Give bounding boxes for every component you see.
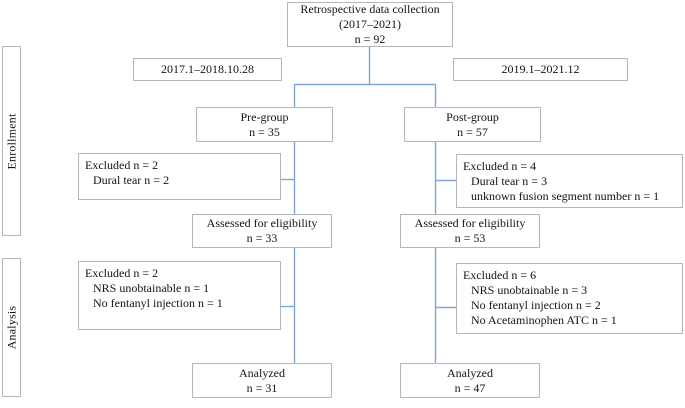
post-group-count: n = 57 [457, 124, 488, 139]
stage-label-analysis: Analysis [2, 258, 21, 397]
post-excluded2-box: Excluded n = 6 NRS unobtainable n = 3 No… [456, 263, 683, 334]
pre-group-title: Pre-group [240, 109, 289, 124]
pre-assessed-box: Assessed for eligibility n = 33 [192, 214, 332, 248]
pre-analyzed-box: Analyzed n = 31 [192, 363, 332, 398]
post-assessed-title: Assessed for eligibility [414, 216, 526, 230]
post-group-box: Post-group n = 57 [404, 107, 541, 142]
top-box-years: (2017–2021) [339, 17, 401, 31]
pre-excluded2-box: Excluded n = 2 NRS unobtainable n = 1 No… [78, 261, 281, 330]
post-analyzed-box: Analyzed n = 47 [400, 363, 540, 398]
pre-excluded2-line: Excluded n = 2 [85, 266, 159, 280]
top-box-count: n = 92 [354, 32, 386, 46]
top-box-title: Retrospective data collection [300, 2, 440, 16]
post-analyzed-count: n = 47 [454, 380, 486, 395]
pre-group-count: n = 35 [249, 124, 280, 139]
stage-label-analysis-text: Analysis [4, 305, 19, 350]
post-assessed-box: Assessed for eligibility n = 53 [400, 214, 540, 248]
stage-label-enrollment: Enrollment [2, 46, 21, 236]
pre-assessed-title: Assessed for eligibility [206, 216, 318, 230]
post-excluded2-line: NRS unobtainable n = 3 [471, 283, 588, 297]
post-excluded2-line: No fentanyl injection n = 2 [471, 298, 601, 312]
pre-assessed-count: n = 33 [246, 231, 278, 245]
pre-excluded2-line: No fentanyl injection n = 1 [93, 296, 223, 310]
post-excluded1-box: Excluded n = 4 Dural tear n = 3 unknown … [456, 154, 683, 208]
post-assessed-count: n = 53 [454, 231, 486, 245]
pre-excluded1-line: Excluded n = 2 [85, 158, 159, 172]
pre-analyzed-count: n = 31 [246, 380, 278, 395]
post-analyzed-title: Analyzed [447, 365, 493, 380]
stage-label-enrollment-text: Enrollment [4, 113, 18, 169]
post-excluded1-line: unknown fusion segment number n = 1 [471, 189, 660, 203]
post-group-title: Post-group [446, 109, 499, 124]
date-range-post-label: 2019.1–2021.12 [501, 62, 580, 76]
date-range-post: 2019.1–2021.12 [453, 58, 628, 81]
pre-excluded2-line: NRS unobtainable n = 1 [93, 281, 210, 295]
post-excluded1-line: Dural tear n = 3 [471, 174, 548, 188]
date-range-pre: 2017.1–2018.10.28 [133, 58, 282, 81]
pre-analyzed-title: Analyzed [239, 365, 285, 380]
pre-excluded1-box: Excluded n = 2 Dural tear n = 2 [78, 153, 281, 200]
post-excluded2-line: No Acetaminophen ATC n = 1 [471, 313, 617, 327]
post-excluded2-line: Excluded n = 6 [463, 268, 537, 282]
post-excluded1-line: Excluded n = 4 [463, 159, 537, 173]
pre-group-box: Pre-group n = 35 [196, 107, 333, 142]
top-box: Retrospective data collection (2017–2021… [287, 2, 453, 47]
pre-excluded1-line: Dural tear n = 2 [93, 173, 170, 187]
date-range-pre-label: 2017.1–2018.10.28 [161, 62, 254, 76]
